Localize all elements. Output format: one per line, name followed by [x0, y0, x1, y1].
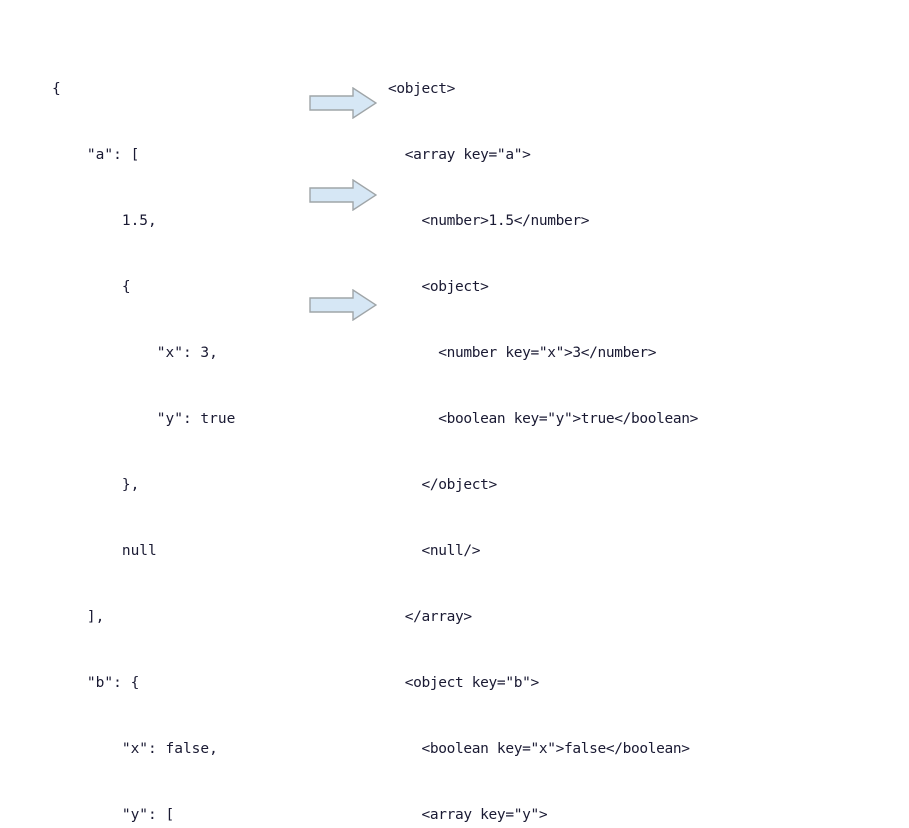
xml-line: <array key="y"> — [388, 807, 548, 823]
json-line: "y": true — [52, 411, 236, 427]
json-line: }, — [52, 477, 140, 493]
json-line: "y": [ — [52, 807, 175, 823]
json-line: "a": [ — [52, 147, 140, 163]
xml-result-pane: <object> <array key="a"> <number>1.5</nu… — [388, 34, 698, 828]
xml-line: <object> — [388, 279, 489, 295]
xml-line: <object key="b"> — [388, 675, 539, 691]
xml-line: <array key="a"> — [388, 147, 531, 163]
xml-line: <object> — [388, 81, 456, 97]
json-line: "x": 3, — [52, 345, 218, 361]
xml-line: </object> — [388, 477, 498, 493]
json-line: 1.5, — [52, 213, 157, 229]
json-line: "x": false, — [52, 741, 218, 757]
json-line: { — [52, 81, 61, 97]
figure-canvas: { "a": [ 1.5, { "x": 3, "y": true }, nul… — [52, 81, 699, 823]
json-line: ], — [52, 609, 105, 625]
xml-line: <null/> — [388, 543, 481, 559]
json-line: "b": { — [52, 675, 140, 691]
right-arrow-icon — [309, 179, 377, 211]
xml-line: <boolean key="x">false</boolean> — [388, 741, 691, 757]
json-line: { — [52, 279, 131, 295]
right-arrow-icon — [309, 87, 377, 119]
xml-line: <number key="x">3</number> — [388, 345, 657, 361]
right-arrow-icon — [309, 289, 377, 321]
xml-line: <boolean key="y">true</boolean> — [388, 411, 699, 427]
json-source-pane: { "a": [ 1.5, { "x": 3, "y": true }, nul… — [52, 34, 235, 828]
xml-line: </array> — [388, 609, 472, 625]
xml-line: <number>1.5</number> — [388, 213, 590, 229]
json-line: null — [52, 543, 157, 559]
